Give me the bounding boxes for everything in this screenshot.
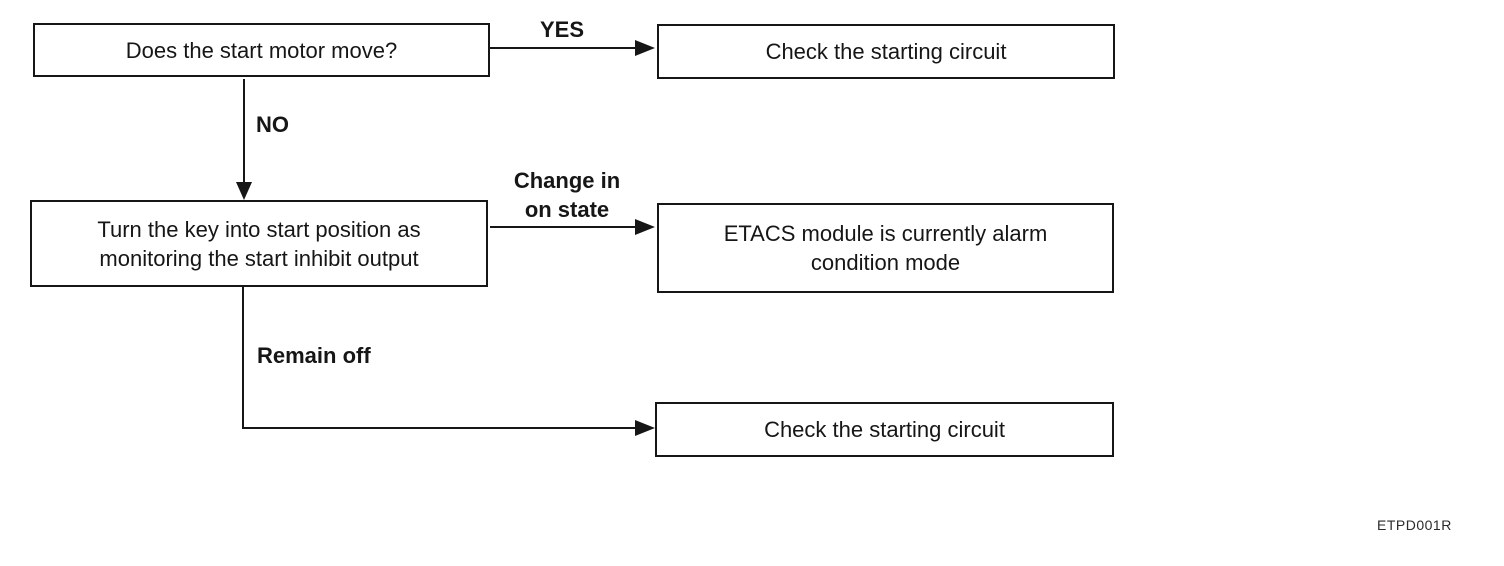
flow-node-text: Check the starting circuit [764, 417, 1005, 442]
flow-node-text-line2: condition mode [810, 250, 961, 275]
flow-node-check-starting-circuit-top: Check the starting circuit [657, 24, 1115, 79]
flow-node-text: Does the start motor move? [125, 37, 398, 63]
edge-label-remain-off: Remain off [257, 343, 371, 368]
arrow-no-line [243, 79, 245, 185]
flow-node-text-line1: ETACS module is currently alarm [723, 221, 1048, 246]
arrow-remain-head-icon [635, 420, 655, 436]
flow-node-text: Check the starting circuit [765, 39, 1007, 64]
arrow-yes-line [490, 47, 640, 49]
flow-node-text-line1: Turn the key into start position as [97, 216, 421, 242]
arrow-change-line [490, 226, 640, 228]
flow-node-check-starting-circuit-bottom: Check the starting circuit [655, 402, 1114, 457]
edge-label-change-in-on-state: Change in on state [487, 166, 647, 224]
flow-node-etacs-alarm: ETACS module is currently alarm conditio… [657, 203, 1114, 293]
figure-code: ETPD001R [1377, 517, 1452, 533]
arrow-yes-head-icon [635, 40, 655, 56]
flow-node-text-line2: monitoring the start inhibit output [99, 245, 419, 271]
edge-label-line1: Change in [513, 168, 621, 193]
flow-node-turn-key: Turn the key into start position as moni… [30, 200, 488, 287]
flow-node-start-motor-question: Does the start motor move? [33, 23, 490, 77]
arrow-remain-vertical-line [242, 287, 244, 429]
arrow-change-head-icon [635, 219, 655, 235]
edge-label-yes: YES [540, 17, 585, 42]
arrow-no-head-icon [236, 182, 252, 200]
edge-label-line2: on state [524, 197, 610, 222]
edge-label-no: NO [256, 112, 289, 137]
arrow-remain-horizontal-line [242, 427, 640, 429]
